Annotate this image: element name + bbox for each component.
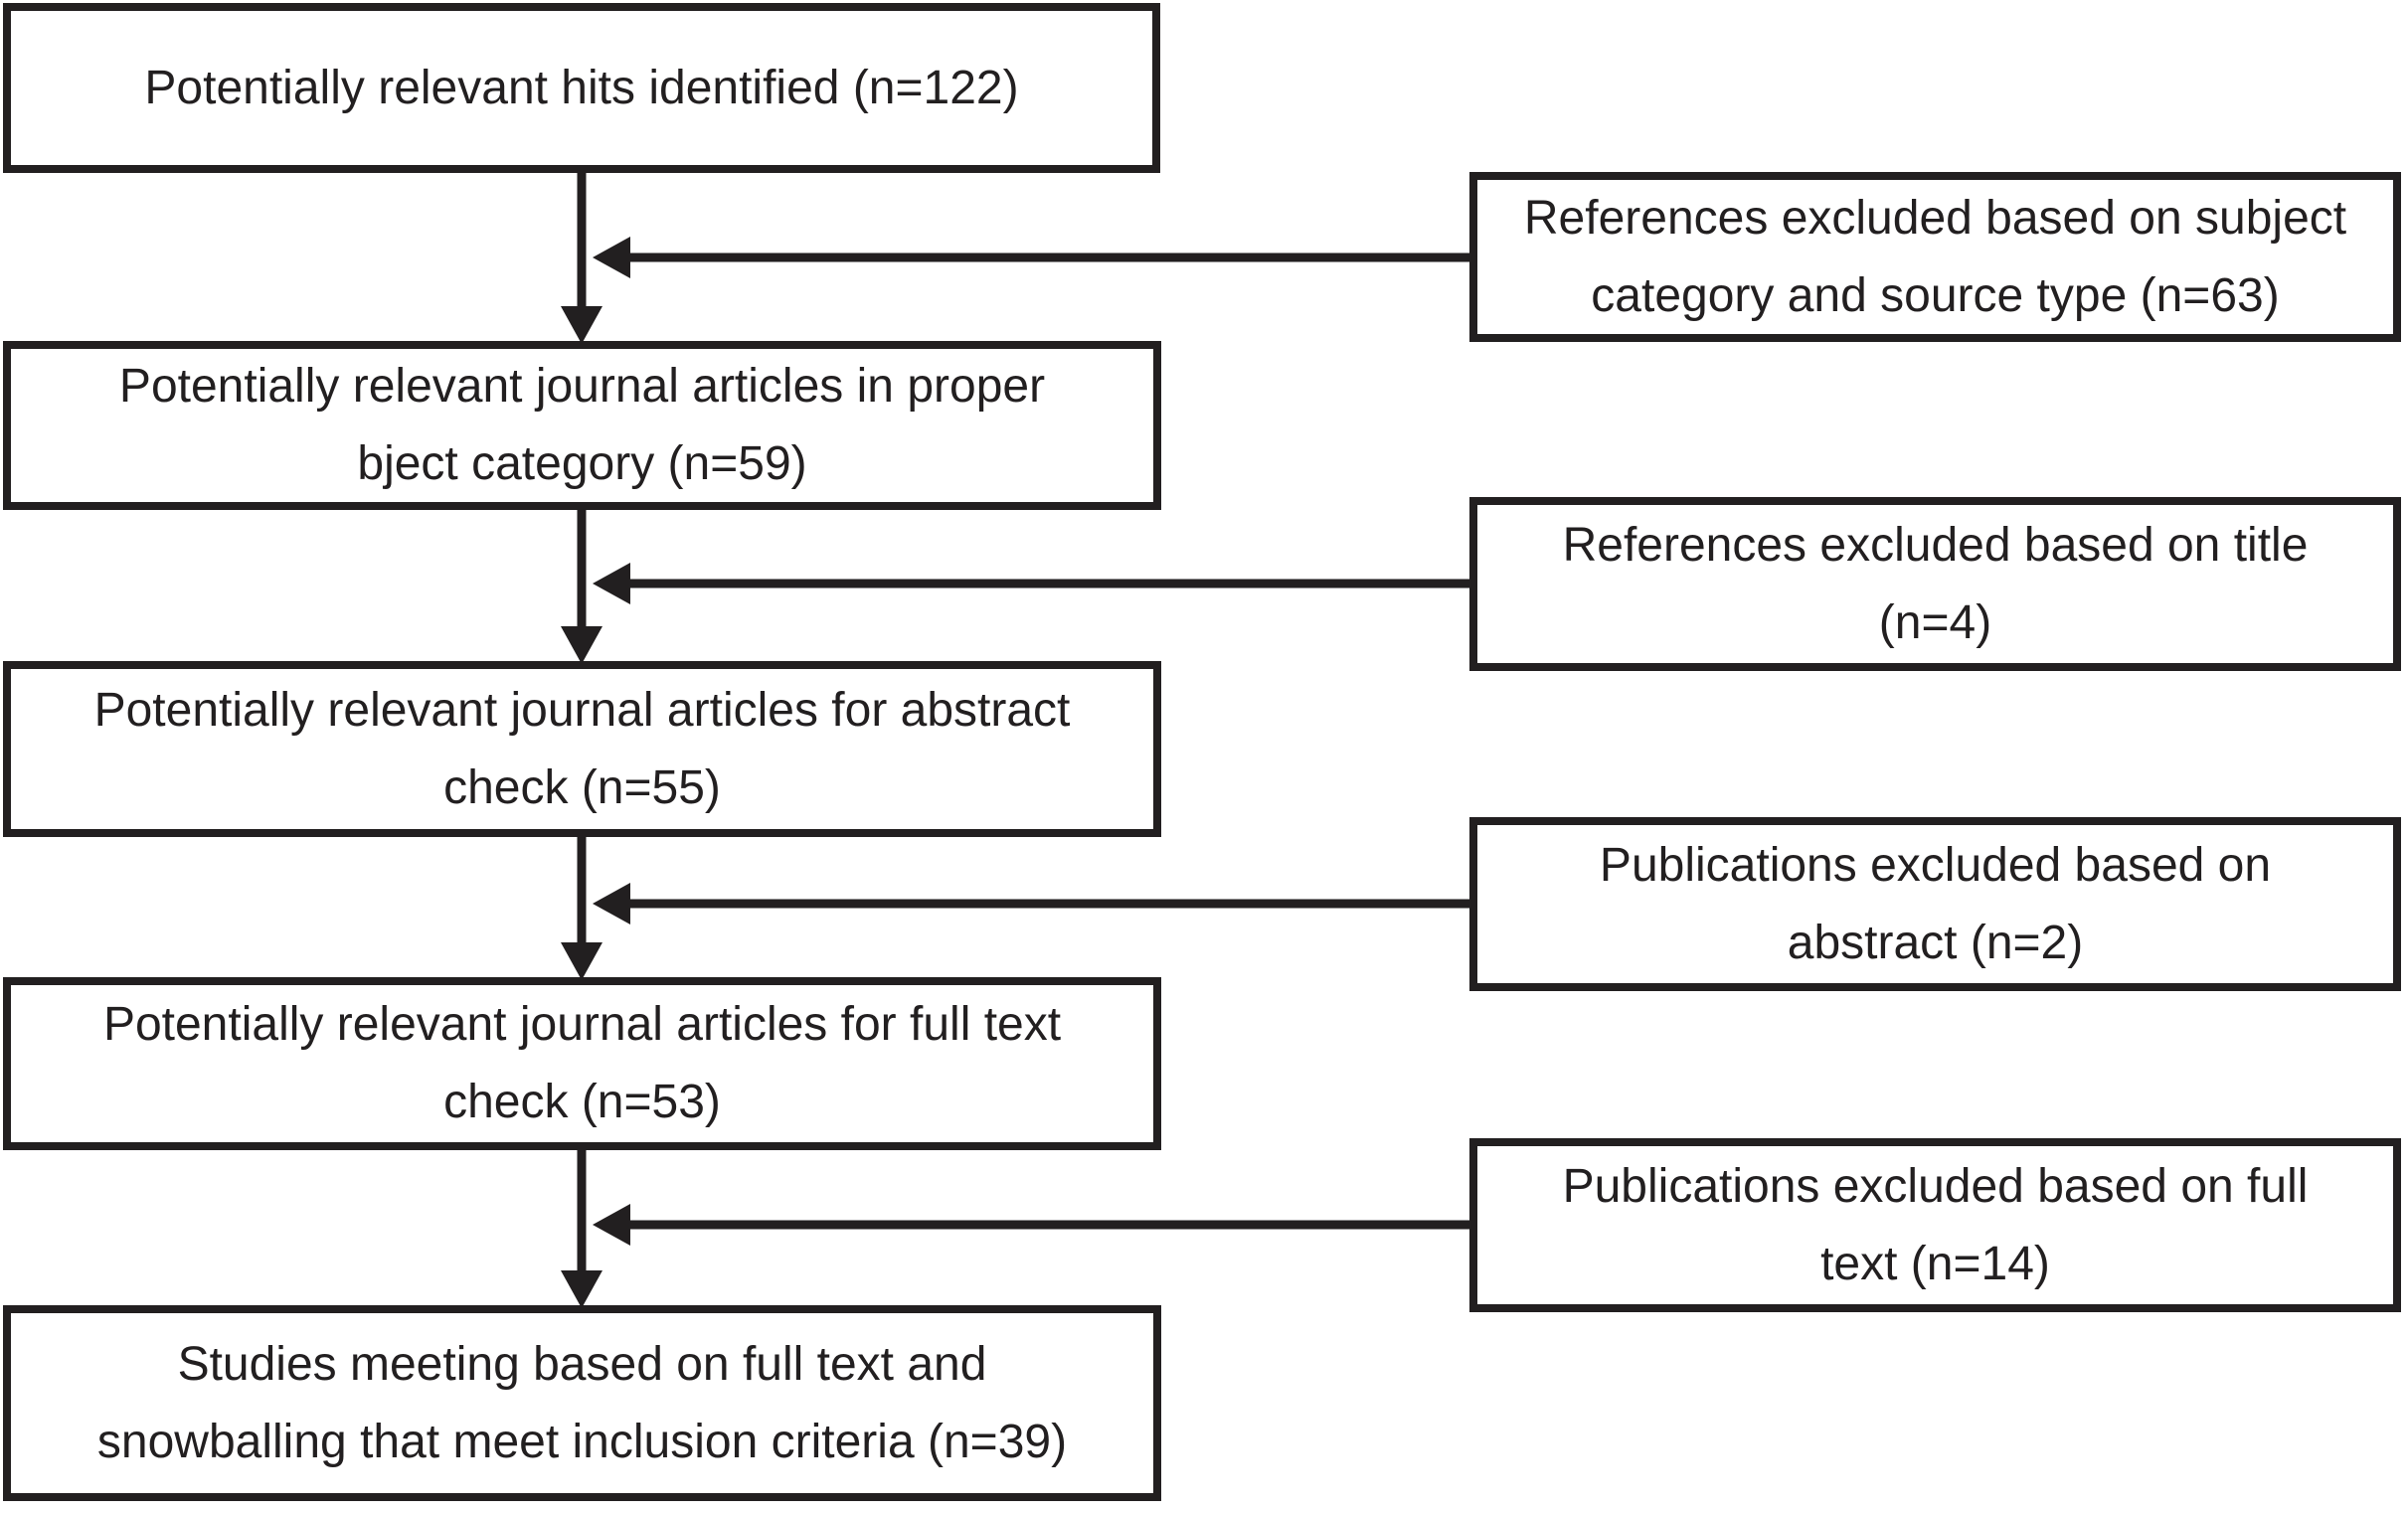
left-arrowhead-icon xyxy=(593,563,630,604)
flow-box-hits-identified: Potentially relevant hits identified (n=… xyxy=(3,3,1160,173)
flow-box-abstract-check: Potentially relevant journal articles fo… xyxy=(3,661,1161,837)
down-arrowhead-icon xyxy=(561,942,602,980)
flow-box-text: check (n=53) xyxy=(443,1076,721,1128)
exclusion-box-text: (n=4) xyxy=(1878,595,1992,649)
flow-box-text: snowballing that meet inclusion criteria… xyxy=(96,1415,1068,1468)
flow-box-text: bject category (n=59) xyxy=(357,437,807,490)
flow-box-text: Potentially relevant hits identified (n=… xyxy=(144,61,1019,114)
flow-box-text: Potentially relevant journal articles fo… xyxy=(102,998,1062,1052)
flow-box-text: Potentially relevant journal articles in… xyxy=(118,360,1046,414)
exclusion-box-title: References excluded based on title (n=4) xyxy=(1469,497,2401,671)
left-arrowhead-icon xyxy=(593,237,630,278)
flow-box-text: Studies meeting based on full text and xyxy=(177,1337,987,1391)
exclusion-box-text: abstract (n=2) xyxy=(1787,916,2084,969)
exclusion-box-text: Publications excluded based on full xyxy=(1562,1159,2309,1213)
exclusion-box-text: category and source type (n=63) xyxy=(1591,268,2280,322)
down-arrowhead-icon xyxy=(561,626,602,664)
exclusion-box-text: text (n=14) xyxy=(1820,1237,2050,1290)
flow-box-proper-subject-category: Potentially relevant journal articles in… xyxy=(3,341,1161,510)
exclusion-box-text: References excluded based on title xyxy=(1562,518,2309,572)
left-arrowhead-icon xyxy=(593,1204,630,1246)
exclusion-box-subject-category: References excluded based on subject cat… xyxy=(1469,172,2401,342)
flow-box-text: Potentially relevant journal articles fo… xyxy=(93,683,1071,737)
down-arrowhead-icon xyxy=(561,306,602,344)
exclusion-box-abstract: Publications excluded based on abstract … xyxy=(1469,817,2401,991)
flow-box-full-text-check: Potentially relevant journal articles fo… xyxy=(3,977,1161,1150)
flow-box-text: check (n=55) xyxy=(443,760,721,814)
exclusion-box-text: Publications excluded based on xyxy=(1599,838,2272,892)
exclusion-box-text: References excluded based on subject xyxy=(1523,191,2347,245)
left-arrowhead-icon xyxy=(593,883,630,925)
flow-box-included-studies: Studies meeting based on full text and s… xyxy=(3,1305,1161,1501)
down-arrowhead-icon xyxy=(561,1270,602,1308)
exclusion-box-full-text: Publications excluded based on full text… xyxy=(1469,1138,2401,1312)
